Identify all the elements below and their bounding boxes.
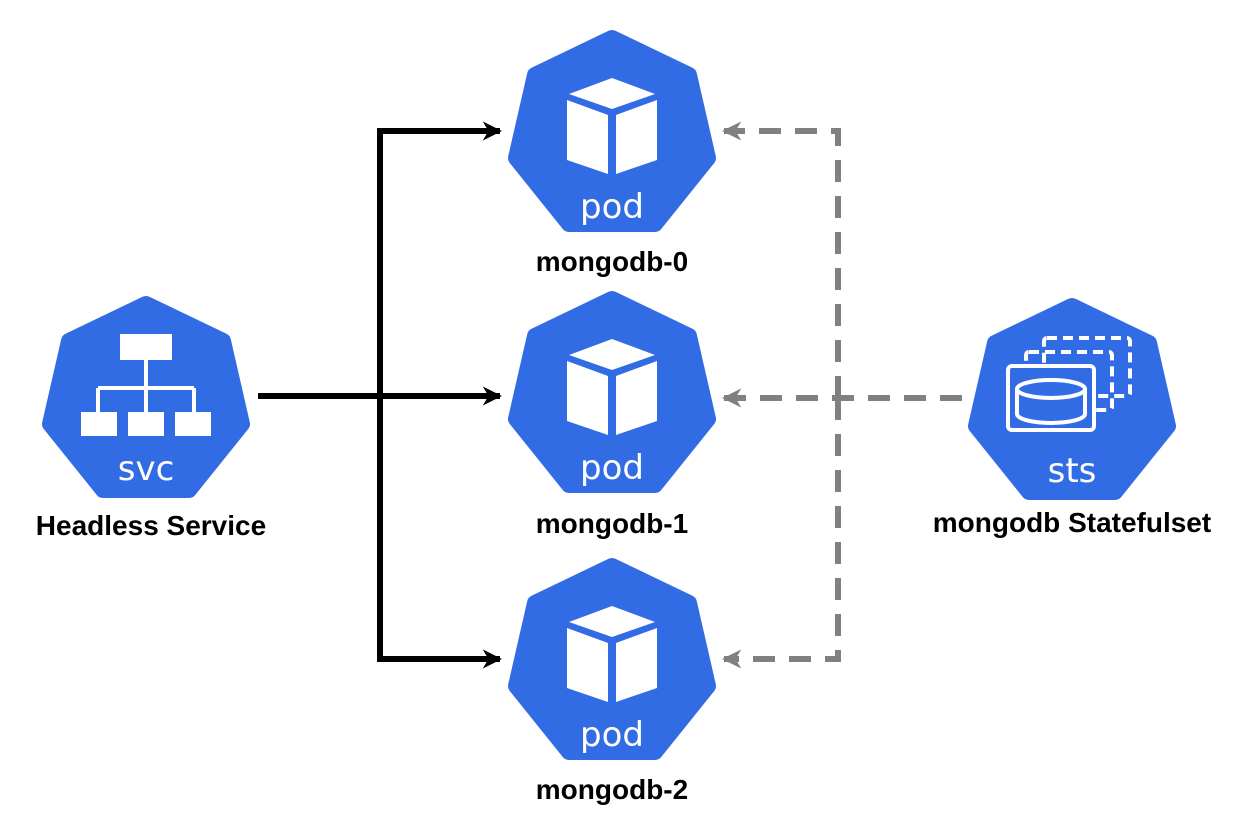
pod-icon xyxy=(567,606,657,702)
pod2-heptagon xyxy=(508,558,716,760)
pod0-badge: pod xyxy=(580,187,644,227)
edge-service-pod2 xyxy=(377,396,502,669)
service-to-pods-edges xyxy=(258,121,502,669)
pod0-label: mongodb-0 xyxy=(536,246,688,277)
service-node[interactable]: svc xyxy=(42,296,250,498)
pod-icon xyxy=(567,339,657,435)
pod0-heptagon xyxy=(508,30,716,232)
sts-icon xyxy=(1006,336,1132,432)
pod2-node[interactable]: pod xyxy=(508,558,716,760)
statefulset-node[interactable]: sts xyxy=(968,298,1176,500)
statefulset-badge: sts xyxy=(1048,451,1097,491)
svc-icon xyxy=(81,334,211,436)
edge-statefulset-pod2 xyxy=(722,398,841,669)
pod2-badge: pod xyxy=(580,715,644,755)
pod1-badge: pod xyxy=(580,448,644,488)
pod-icon xyxy=(567,78,657,174)
edge-service-pod0 xyxy=(377,121,502,396)
statefulset-to-pods-edges xyxy=(722,121,962,669)
service-badge: svc xyxy=(118,449,175,489)
pod1-node[interactable]: pod xyxy=(508,291,716,493)
pod0-node[interactable]: pod xyxy=(508,30,716,232)
service-label: Headless Service xyxy=(36,510,266,541)
pod2-label: mongodb-2 xyxy=(536,774,688,805)
statefulset-label: mongodb Statefulset xyxy=(933,507,1211,538)
pod1-heptagon xyxy=(508,291,716,493)
edge-statefulset-pod0 xyxy=(722,121,841,398)
pod1-label: mongodb-1 xyxy=(536,508,688,539)
